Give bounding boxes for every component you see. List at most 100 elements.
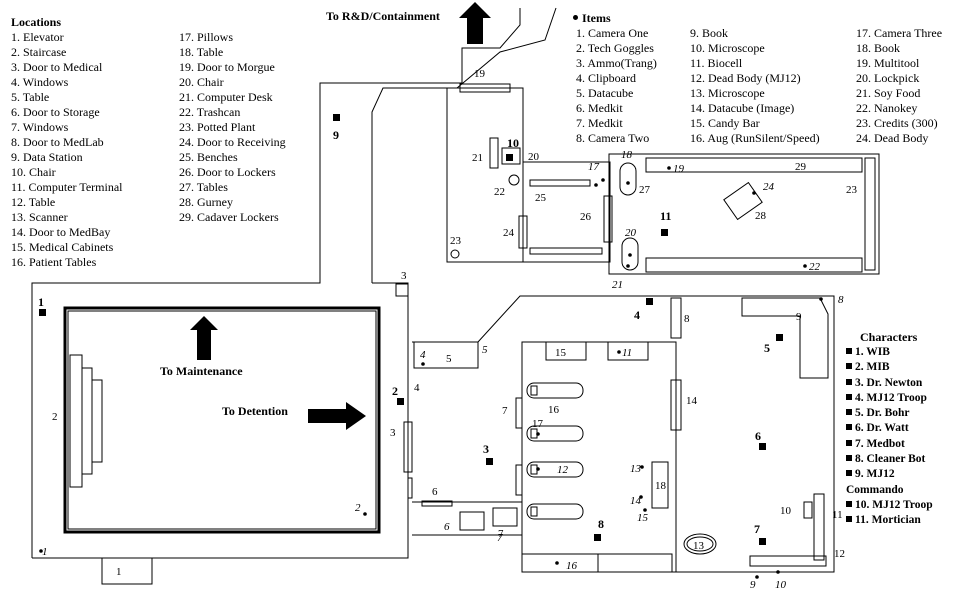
scanner-table — [651, 461, 669, 509]
door-19 — [459, 83, 511, 93]
list-item: 9. Data Station — [11, 150, 83, 164]
square-icon — [846, 439, 852, 446]
svg-text:20: 20 — [625, 227, 637, 239]
scanner-13 — [683, 533, 717, 555]
items-col3: 17. Camera Three 18. Book 19. Multitool … — [856, 26, 942, 146]
svg-text:9: 9 — [333, 128, 339, 142]
svg-text:3: 3 — [390, 427, 396, 439]
svg-text:21: 21 — [472, 152, 483, 164]
staircase-c — [91, 379, 103, 463]
cadaver-room — [608, 153, 880, 275]
square-icon — [846, 363, 852, 370]
corridor-wall — [371, 7, 557, 283]
locations-legend-col2: 17. Pillows 18. Table 19. Door to Morgue… — [179, 30, 286, 225]
window-7a — [515, 397, 523, 429]
list-item: 24. Dead Body — [856, 131, 929, 145]
location-numbers: 1 2 3 3 4 5 6 7 7 8 9 10 11 12 13 14 15 … — [52, 68, 858, 578]
locations-title: Locations — [11, 15, 62, 29]
svg-text:4: 4 — [634, 308, 640, 322]
square-icon — [846, 409, 852, 416]
table-12 — [749, 555, 827, 567]
desk-21 — [489, 137, 499, 169]
svg-text:17: 17 — [588, 161, 600, 173]
svg-text:13: 13 — [630, 463, 642, 475]
svg-text:14: 14 — [686, 395, 698, 407]
svg-text:28: 28 — [755, 210, 767, 222]
list-item: 19. Door to Morgue — [179, 60, 275, 74]
svg-text:27: 27 — [639, 184, 651, 196]
list-item: 8. Cleaner Bot — [855, 453, 926, 466]
list-item: 20. Chair — [179, 75, 224, 89]
items-legend: Items — [573, 11, 611, 26]
outer-wall — [31, 8, 521, 558]
list-item: 28. Gurney — [179, 195, 233, 209]
computer-terminal-11 — [813, 493, 825, 561]
square-icon — [846, 470, 852, 477]
list-item: 9. MJ12 — [855, 468, 895, 481]
cabinet-15 — [545, 341, 587, 361]
characters-title: Characters — [860, 330, 918, 344]
receiving-room — [523, 161, 611, 263]
list-item: 6. Dr. Watt — [855, 422, 909, 435]
cabinet-11 — [607, 341, 649, 361]
list-item: 2. MIB — [855, 361, 890, 374]
cadaver-lockers-right — [864, 157, 876, 271]
list-item: 25. Benches — [179, 150, 238, 164]
list-item: 26. Door to Lockers — [179, 165, 276, 179]
arrow-up-maintenance — [190, 316, 218, 360]
item-numbers: 1 2 4 5 6 7 8 9 10 11 12 13 14 15 16 17 … — [42, 149, 844, 591]
svg-text:11: 11 — [832, 509, 843, 521]
list-item: 8. Camera Two — [576, 131, 650, 145]
svg-text:15: 15 — [555, 347, 567, 359]
svg-text:5: 5 — [482, 344, 488, 356]
items-col2: 9. Book 10. Microscope 11. Biocell 12. D… — [690, 26, 820, 146]
list-item: 7. Medkit — [576, 116, 623, 130]
svg-text:4: 4 — [414, 382, 420, 394]
svg-text:7: 7 — [498, 528, 504, 540]
svg-text:16: 16 — [548, 404, 560, 416]
svg-text:12: 12 — [557, 464, 569, 476]
svg-text:10: 10 — [775, 579, 787, 591]
items-title: Items — [582, 11, 611, 25]
svg-text:16: 16 — [566, 560, 578, 572]
characters-legend: Characters 1. WIB 2. MIB 3. Dr. Newton 4… — [846, 330, 933, 529]
cadaver-lockers-bottom — [645, 257, 863, 273]
svg-text:1: 1 — [42, 546, 48, 558]
maintenance-room-outer — [63, 306, 381, 534]
staircase-a — [69, 354, 83, 488]
list-item: 24. Door to Receiving — [179, 135, 286, 149]
label-to-detention: To Detention — [222, 404, 288, 418]
list-item: Commando — [846, 483, 904, 496]
list-item: 3. Ammo(Trang) — [576, 56, 657, 70]
plant — [450, 249, 460, 259]
svg-text:19: 19 — [673, 163, 685, 175]
square-icon — [846, 378, 852, 385]
door-24 — [518, 215, 528, 249]
label-to-maintenance: To Maintenance — [160, 364, 243, 378]
list-item: 11. Biocell — [690, 56, 743, 70]
list-item: 6. Medkit — [576, 101, 623, 115]
svg-text:23: 23 — [450, 235, 462, 247]
door-6 — [421, 500, 453, 507]
svg-text:8: 8 — [684, 313, 690, 325]
locations-legend: Locations 1. Elevator 2. Staircase 3. Do… — [11, 15, 122, 270]
list-item: 23. Credits (300) — [856, 116, 938, 130]
door-8 — [670, 297, 682, 339]
svg-text:14: 14 — [630, 495, 642, 507]
svg-text:18: 18 — [621, 149, 633, 161]
list-item: 2. Staircase — [11, 45, 67, 59]
svg-text:20: 20 — [528, 151, 540, 163]
staircase-b — [81, 367, 93, 475]
list-item: 7. Windows — [11, 120, 69, 134]
square-icon — [846, 500, 852, 507]
svg-text:29: 29 — [795, 161, 807, 173]
patient-table-d — [526, 503, 584, 520]
data-station — [741, 297, 829, 379]
arrow-right-detention — [308, 402, 366, 430]
patient-table-b — [526, 425, 584, 442]
list-item: 8. Door to MedLab — [11, 135, 104, 149]
svg-text:22: 22 — [809, 261, 821, 273]
svg-text:10: 10 — [780, 505, 792, 517]
character-markers — [39, 114, 783, 545]
